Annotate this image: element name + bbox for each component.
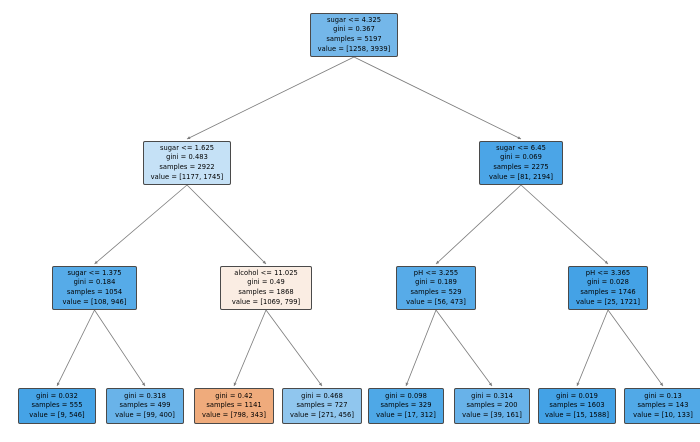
node-gini: gini = 0.184 (73, 278, 116, 287)
node-samples: samples = 1746 (580, 288, 636, 296)
node-value: value = [25, 1721] (575, 297, 641, 306)
node-gini: gini = 0.483 (166, 153, 208, 162)
node-condition: sugar <= 4.325 (326, 15, 382, 24)
node-gini: gini = 0.314 (471, 391, 513, 400)
node-value: value = [56, 473] (406, 297, 466, 306)
node-condition: pH <= 3.255 (413, 268, 459, 277)
node-value: value = [1258, 3939] (317, 44, 391, 53)
tree-edge (435, 309, 493, 387)
node-samples: samples = 529 (410, 288, 462, 296)
node-gini: gini = 0.032 (36, 391, 78, 400)
node-condition: sugar <= 1.625 (159, 143, 215, 152)
node-samples: samples = 2275 (493, 163, 549, 171)
node-gini: gini = 0.42 (215, 391, 253, 400)
node-gini: gini = 0.028 (587, 278, 629, 287)
tree-edge (520, 184, 609, 265)
tree-edges (56, 56, 664, 387)
node-samples: samples = 1603 (549, 401, 605, 410)
node-gini: gini = 0.318 (124, 391, 166, 400)
tree-edge (186, 56, 355, 140)
node-value: value = [271, 456] (289, 410, 355, 419)
tree-edge (94, 309, 146, 387)
tree-edge (56, 309, 95, 387)
node-condition: sugar <= 6.45 (496, 143, 546, 152)
node-value: value = [17, 312] (376, 410, 436, 419)
node-value: value = [9, 546] (29, 410, 85, 419)
node-samples: samples = 555 (31, 401, 83, 410)
node-value: value = [10, 133] (633, 410, 693, 419)
node-gini: gini = 0.13 (644, 391, 682, 400)
node-gini: gini = 0.069 (500, 153, 542, 162)
tree-edge (265, 309, 323, 387)
node-value: value = [1177, 1745] (150, 172, 224, 181)
node-value: value = [81, 2194] (488, 172, 554, 181)
tree-edge (186, 184, 267, 265)
tree-edge (576, 309, 609, 387)
node-samples: samples = 5197 (326, 35, 382, 43)
node-gini: gini = 0.468 (301, 391, 343, 400)
node-gini: gini = 0.189 (415, 278, 457, 287)
node-samples: samples = 200 (466, 401, 518, 410)
node-value: value = [15, 1588] (544, 410, 610, 419)
node-value: value = [798, 343] (201, 410, 267, 419)
node-gini: gini = 0.367 (333, 25, 375, 34)
node-gini: gini = 0.019 (556, 391, 598, 400)
node-value: value = [1069, 799] (231, 297, 301, 306)
node-value: value = [39, 161] (462, 410, 522, 419)
node-gini: gini = 0.49 (247, 278, 285, 287)
node-samples: samples = 727 (296, 401, 348, 410)
tree-edge (435, 184, 522, 265)
node-gini: gini = 0.098 (385, 391, 427, 400)
tree-edge (233, 309, 267, 387)
tree-edge (405, 309, 437, 387)
node-condition: pH <= 3.365 (585, 268, 631, 277)
node-condition: alcohol <= 11.025 (234, 268, 298, 277)
node-samples: samples = 499 (119, 401, 171, 410)
node-samples: samples = 1054 (66, 288, 123, 296)
node-samples: samples = 2922 (159, 163, 215, 171)
node-value: value = [108, 946] (62, 297, 127, 306)
node-samples: samples = 143 (637, 401, 689, 410)
node-samples: samples = 1868 (238, 288, 294, 296)
node-condition: sugar <= 1.375 (67, 268, 122, 277)
tree-edge (353, 56, 522, 140)
tree-edge (607, 309, 664, 387)
node-samples: samples = 1141 (206, 401, 262, 410)
node-samples: samples = 329 (380, 401, 432, 410)
tree-edge (94, 184, 188, 265)
node-value: value = [99, 400] (115, 410, 175, 419)
